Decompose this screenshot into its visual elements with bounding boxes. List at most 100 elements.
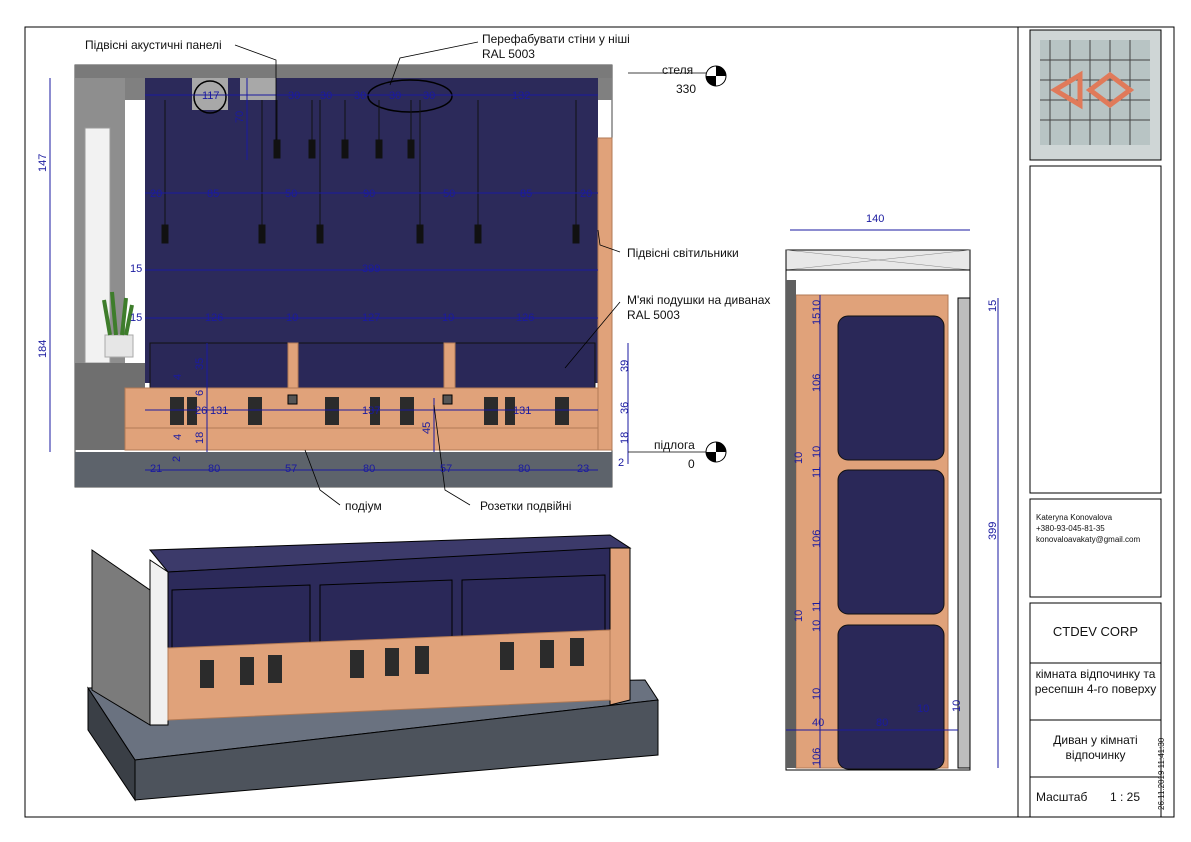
plan-dim-left: 10 xyxy=(793,610,805,622)
dim-bottom: 80 xyxy=(363,463,375,475)
plan-dim-bottom: 40 xyxy=(812,717,824,729)
label-sockets: Розетки подвійні xyxy=(480,499,571,513)
back-cushion xyxy=(149,342,289,389)
plan-view xyxy=(785,229,999,771)
dim-overall-left: 15 xyxy=(130,263,142,275)
dim-left-vertical: 184 xyxy=(37,340,49,358)
level-marker-floor xyxy=(705,441,727,463)
socket xyxy=(287,394,298,405)
dim-top: 132 xyxy=(512,90,530,102)
dim-bottom: 80 xyxy=(518,463,530,475)
dim-row4: 126 xyxy=(516,312,534,324)
plan-dim-left: 10 xyxy=(811,446,823,458)
label-floor-level: 0 xyxy=(688,457,695,471)
dim-top: 30 xyxy=(354,90,366,102)
dim-row2: 90 xyxy=(363,188,375,200)
plan-dim-left: 106 xyxy=(811,748,823,766)
plan-right-wall xyxy=(957,297,971,769)
plan-dim-left: 11 xyxy=(811,601,823,612)
print-date: 26.11.2019 11:41:30 xyxy=(1157,737,1166,810)
project-title: кімната відпочинку та ресепшн 4-го повер… xyxy=(1034,667,1157,696)
scale-label: Масштаб xyxy=(1036,790,1088,804)
dim-row4: 127 xyxy=(362,312,380,324)
label-floor: підлога xyxy=(654,438,695,452)
pendant-lights xyxy=(161,100,580,244)
dim-bottom: 80 xyxy=(208,463,220,475)
plan-dim-left: 10 xyxy=(811,620,823,632)
plan-dim-bottom: 10 xyxy=(951,700,963,712)
plan-dim-width: 140 xyxy=(866,213,884,225)
dim-top: 30 xyxy=(389,90,401,102)
dim-seat-width: 131 xyxy=(210,405,228,417)
dim-seat-vertical: 4 xyxy=(172,434,184,440)
dim-bottom: 2 xyxy=(171,456,183,462)
company-name: CTDEV CORP xyxy=(1052,624,1139,639)
plan-dimension-lines xyxy=(786,295,999,768)
dim-row2: 50 xyxy=(285,188,297,200)
author-block: Kateryna Konovalova +380-93-045-81-35 ko… xyxy=(1036,512,1160,545)
label-repaint-color: RAL 5003 xyxy=(482,47,535,61)
label-acoustic-panels: Підвісні акустичні панелі xyxy=(85,38,222,52)
iso-cushion xyxy=(171,584,311,651)
iso-cushion xyxy=(319,579,453,646)
plan-dim-left: 106 xyxy=(811,374,823,392)
label-repaint-walls: Перефабувати стіни у ніші xyxy=(482,32,630,46)
dim-row4-left: 15 xyxy=(130,312,142,324)
back-cushion xyxy=(297,342,445,389)
dim-top: 117 xyxy=(202,90,220,102)
socket xyxy=(442,394,453,405)
dim-overall: 399 xyxy=(362,263,380,275)
plan-dim-left: 10 xyxy=(811,688,823,700)
dim-right-vertical: 18 xyxy=(619,432,631,444)
plan-dim-left: 10 xyxy=(793,452,805,464)
dim-socket-height: 45 xyxy=(421,422,433,434)
level-marker-ceiling xyxy=(705,65,727,87)
plan-dim-left: 15 xyxy=(811,313,823,325)
ceiling-slab xyxy=(75,65,612,78)
plan-dim-left: 11 xyxy=(811,467,823,478)
dim-left-vertical: 147 xyxy=(37,154,49,172)
divider xyxy=(443,342,456,389)
dim-row2: 20 xyxy=(150,188,162,200)
dim-right-vertical: 36 xyxy=(619,402,631,414)
leader-lines xyxy=(234,41,706,506)
dim-bottom: 57 xyxy=(440,463,452,475)
plan-dimension-text: 140 399 15 10 15 106 10 10 11 106 10 11 … xyxy=(793,213,999,766)
plant-leaves xyxy=(102,291,134,336)
dim-seat-width: 131 xyxy=(513,405,531,417)
label-podium: подіум xyxy=(345,499,382,513)
dim-seat-vertical: 18 xyxy=(194,432,206,444)
label-pendant-lights: Підвісні світильники xyxy=(627,246,739,260)
label-cushions: М'які подушки на диванах xyxy=(627,293,770,307)
plant-pot xyxy=(104,334,134,358)
dim-row4: 10 xyxy=(442,312,454,324)
label-cushions-color: RAL 5003 xyxy=(627,308,680,322)
author-email: konovaloavakaty@gmail.com xyxy=(1036,535,1141,544)
dim-seat-vertical: 4 xyxy=(172,374,184,380)
dim-drop: 70 xyxy=(234,111,246,123)
acoustic-panel xyxy=(192,78,228,110)
right-panel xyxy=(597,137,613,451)
plan-dim-left: 10 xyxy=(811,300,823,312)
dim-row2: 20 xyxy=(580,188,592,200)
label-ceiling-level: 330 xyxy=(676,82,696,96)
dim-right-vertical: 39 xyxy=(619,360,631,372)
dim-row4: 126 xyxy=(205,312,223,324)
isometric-view xyxy=(87,534,659,802)
plan-cushion xyxy=(837,469,945,615)
title-block: 26.11.2019 11:41:30 xyxy=(1029,29,1166,818)
dim-bottom: 21 xyxy=(150,463,162,475)
elevation-view xyxy=(49,64,629,488)
dim-row2: 85 xyxy=(520,188,532,200)
dim-seat-vertical: 6 xyxy=(194,390,206,396)
back-cushion xyxy=(454,342,596,389)
vent-grilles xyxy=(170,397,569,425)
window-frame xyxy=(84,127,111,364)
plan-dim-bottom: 10 xyxy=(917,703,929,715)
sofa-base xyxy=(124,387,599,451)
scale-value: 1 : 25 xyxy=(1110,790,1141,804)
dim-seat-width: 137 xyxy=(362,405,380,417)
niche-wall xyxy=(145,78,598,383)
plan-dim-bottom: 80 xyxy=(876,717,888,729)
